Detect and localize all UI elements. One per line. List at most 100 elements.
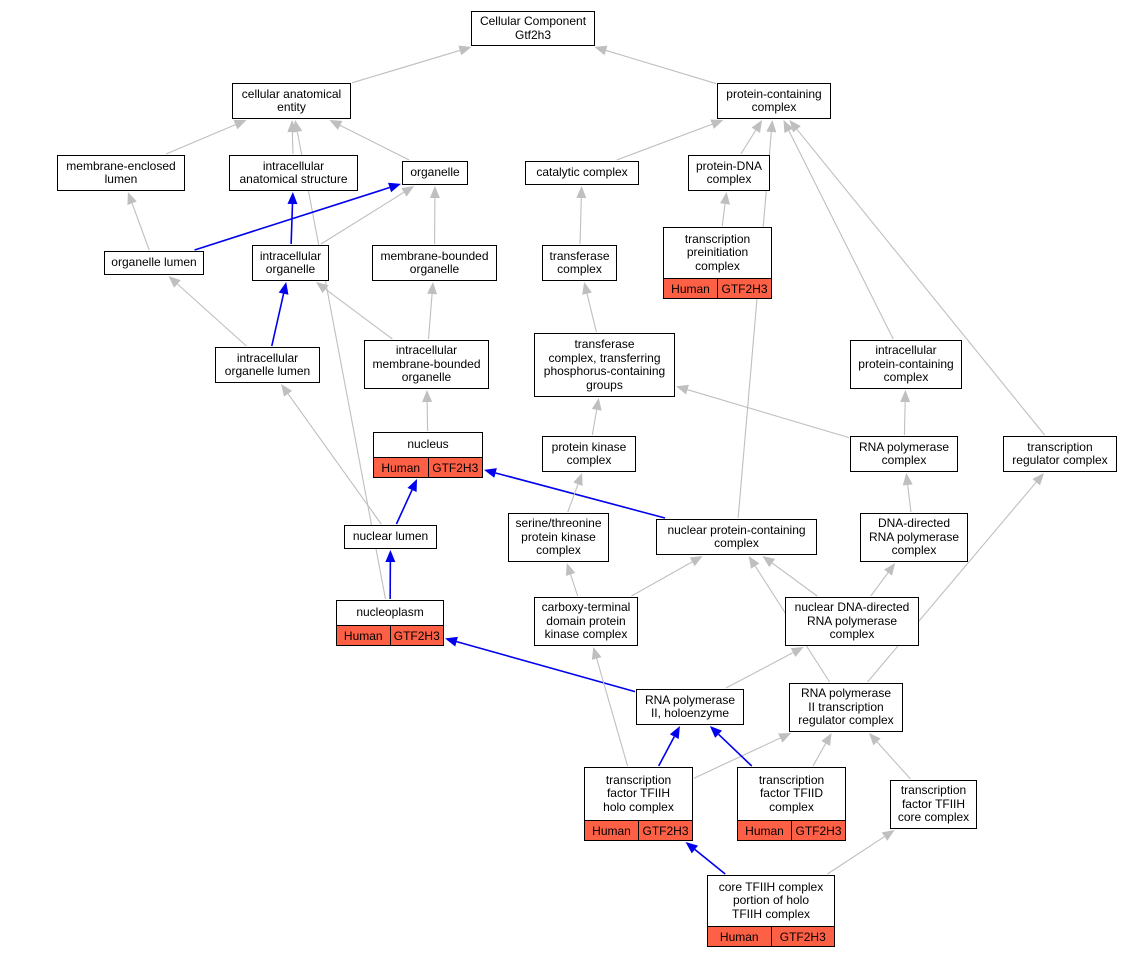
arrowhead-tfiid-to-rnap2h xyxy=(709,726,723,738)
arrowhead-nddrnap-to-npcc xyxy=(762,556,776,568)
term-node-io[interactable]: intracellular organelle xyxy=(252,245,329,281)
term-node-tfiihcore[interactable]: transcription factor TFIIH core complex xyxy=(890,780,977,829)
edge-tfiid-to-rnap2h xyxy=(718,733,753,767)
term-label: DNA-directed RNA polymerase complex xyxy=(868,516,960,558)
term-node-rnap2h[interactable]: RNA polymerase II, holoenzyme xyxy=(636,689,744,725)
arrowhead-org-to-cae xyxy=(329,120,343,130)
arrowhead-tc-to-cat xyxy=(576,186,587,199)
arrowhead-nddrnap-to-ddrnap xyxy=(884,563,896,576)
arrowhead-ctdpk-to-npcc xyxy=(689,556,703,567)
arrowhead-iol-to-io xyxy=(278,282,289,295)
edge-nddrnap-to-npcc xyxy=(771,562,818,597)
term-label: catalytic complex xyxy=(536,165,628,180)
term-label: nuclear protein-containing complex xyxy=(667,522,806,550)
arrowhead-imbo-to-mbo xyxy=(427,282,438,295)
species-tag: Human xyxy=(664,279,717,298)
arrowhead-orl-to-org xyxy=(388,182,401,193)
edge-ctdpk-to-stpk xyxy=(570,574,579,597)
edge-rnap-to-ipcc xyxy=(903,401,906,436)
gene-tag: GTF2H3 xyxy=(770,927,834,946)
term-label: nuclear DNA-directed RNA polymerase comp… xyxy=(794,600,910,642)
arrowhead-tfiihcore-to-rnap2trc xyxy=(869,733,881,746)
term-node-pkc[interactable]: protein kinase complex xyxy=(542,436,636,472)
term-node-root[interactable]: Cellular Component Gtf2h3 xyxy=(471,11,595,46)
arrowhead-imbo-to-io xyxy=(315,282,329,294)
term-node-mel[interactable]: membrane-enclosed lumen xyxy=(57,155,185,191)
term-node-pdna[interactable]: protein-DNA complex xyxy=(688,155,770,191)
term-node-trc[interactable]: transcription regulator complex xyxy=(1003,436,1117,472)
edge-iol-to-io xyxy=(271,293,285,347)
arrowhead-coretfiih-to-tfiihholo xyxy=(685,842,699,854)
term-node-ctdpk[interactable]: carboxy-terminal domain protein kinase c… xyxy=(534,597,638,646)
gene-tag: GTF2H3 xyxy=(638,821,692,840)
term-node-tctp[interactable]: transferase complex, transferring phosph… xyxy=(534,333,675,397)
arrowhead-tfiid-to-rnap2trc xyxy=(821,733,832,746)
edge-tfiihcore-to-rnap2trc xyxy=(876,741,911,780)
term-node-ias[interactable]: intracellular anatomical structure xyxy=(229,155,358,191)
gene-tag: GTF2H3 xyxy=(791,821,845,840)
edge-cae-to-root xyxy=(351,49,461,84)
term-label: nuclear lumen xyxy=(352,529,429,544)
edge-rnap2h-to-np xyxy=(456,640,636,693)
term-node-mbo[interactable]: membrane-bounded organelle xyxy=(372,245,497,281)
term-label: intracellular organelle xyxy=(259,248,322,276)
term-node-npcc[interactable]: nuclear protein-containing complex xyxy=(656,519,817,555)
species-tag: Human xyxy=(374,458,428,477)
arrowhead-mel-to-cae xyxy=(233,120,247,130)
edge-ipcc-to-pcc xyxy=(788,130,894,340)
term-node-rnap[interactable]: RNA polymerase complex xyxy=(850,436,958,472)
term-label: protein-DNA complex xyxy=(695,158,763,186)
term-node-cat[interactable]: catalytic complex xyxy=(525,161,639,185)
term-node-rnap2trc[interactable]: RNA polymerase II transcription regulato… xyxy=(789,683,903,732)
arrowhead-stpk-to-pkc xyxy=(573,473,583,486)
arrowhead-tctp-to-tc xyxy=(582,282,592,295)
arrowhead-tfiihholo-to-rnap2trc xyxy=(778,733,792,743)
term-node-nddrnap[interactable]: nuclear DNA-directed RNA polymerase comp… xyxy=(785,597,919,646)
edge-orl-to-mel xyxy=(131,203,150,251)
arrowhead-rnap-to-tctp xyxy=(676,384,689,395)
arrowhead-tpc-to-pdna xyxy=(720,192,731,205)
edge-rnap2h-to-nddrnap xyxy=(725,652,794,689)
term-node-tc[interactable]: transferase complex xyxy=(542,245,617,281)
term-label: organelle xyxy=(410,165,460,180)
arrowhead-ipcc-to-pcc xyxy=(783,120,794,133)
edge-tctp-to-tc xyxy=(586,293,597,333)
term-node-orl[interactable]: organelle lumen xyxy=(104,251,204,275)
term-node-imbo[interactable]: intracellular membrane-bounded organelle xyxy=(364,340,489,389)
edge-npcc-to-nuc xyxy=(495,472,666,519)
gene-tag: GTF2H3 xyxy=(717,279,771,298)
edge-pkc-to-tctp xyxy=(591,409,598,436)
edge-pcc-to-root xyxy=(605,49,717,85)
arrowhead-rnap2trc-to-trc xyxy=(1032,473,1044,486)
edge-pdna-to-pcc xyxy=(740,129,757,155)
term-node-nl[interactable]: nuclear lumen xyxy=(344,525,437,549)
term-node-cae[interactable]: cellular anatomical entity xyxy=(232,83,351,119)
arrowhead-nl-to-iol xyxy=(281,384,293,397)
arrowhead-orl-to-mel xyxy=(127,192,137,205)
term-node-pcc[interactable]: protein-containing complex xyxy=(717,83,831,119)
term-label: intracellular protein-containing complex xyxy=(858,343,954,385)
arrowhead-cat-to-pcc xyxy=(710,119,724,129)
term-node-ddrnap[interactable]: DNA-directed RNA polymerase complex xyxy=(860,513,968,562)
arrowhead-io-to-org xyxy=(401,186,415,197)
term-node-coretfiih[interactable]: core TFIIH complex portion of holo TFIIH… xyxy=(707,875,835,947)
term-node-org[interactable]: organelle xyxy=(402,161,468,185)
term-node-iol[interactable]: intracellular organelle lumen xyxy=(215,347,320,383)
species-tag: Human xyxy=(585,821,638,840)
gene-tag: GTF2H3 xyxy=(389,626,443,645)
edge-rnap-to-tctp xyxy=(687,389,850,439)
term-node-ipcc[interactable]: intracellular protein-containing complex xyxy=(850,340,962,389)
term-label: transcription regulator complex xyxy=(1012,439,1108,467)
term-label: intracellular membrane-bounded organelle xyxy=(372,343,481,385)
term-node-stpk[interactable]: serine/threonine protein kinase complex xyxy=(508,513,609,562)
species-tag: Human xyxy=(738,821,791,840)
term-label: intracellular anatomical structure xyxy=(239,158,348,186)
